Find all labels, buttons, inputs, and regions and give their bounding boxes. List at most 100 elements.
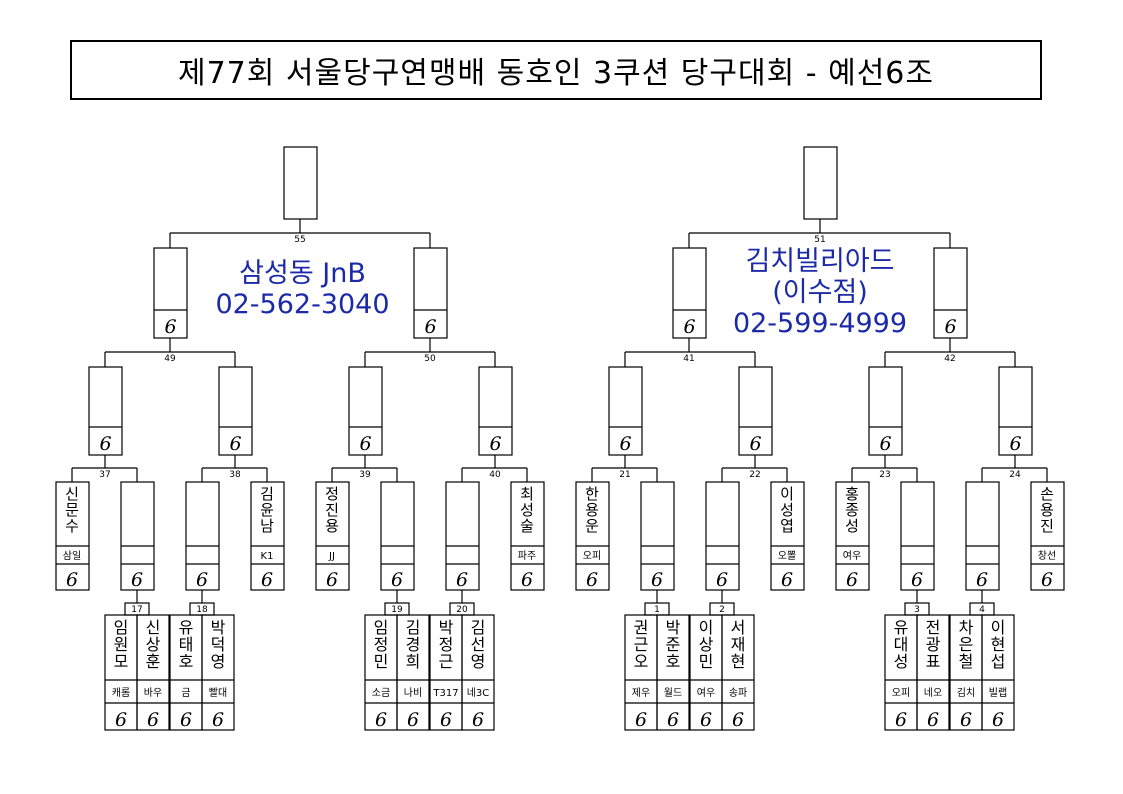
seed-slot (770, 481, 805, 591)
player-slot (396, 614, 430, 731)
handicap-label: 6 (261, 569, 273, 591)
player-club: T317 (432, 688, 458, 699)
handicap-label: 6 (879, 433, 891, 455)
final-slot-left (283, 146, 318, 220)
seed-club: JJ (328, 551, 335, 562)
player-club: 오피 (892, 687, 910, 699)
handicap-label: 6 (700, 709, 712, 731)
player-club: 소금 (372, 687, 390, 699)
handicap-label: 6 (115, 709, 127, 731)
handicap-label: 6 (521, 569, 533, 591)
match-number: 40 (489, 470, 501, 480)
handicap-label: 6 (683, 316, 695, 338)
handicap-label: 6 (846, 569, 858, 591)
handicap-label: 6 (635, 709, 647, 731)
handicap-label: 6 (1041, 569, 1053, 591)
handicap-label: 6 (359, 433, 371, 455)
player-club: 제우 (632, 687, 650, 699)
player-slot (201, 614, 235, 731)
player-club: 여우 (697, 687, 715, 699)
match-number: 1 (654, 605, 660, 615)
handicap-label: 6 (944, 316, 956, 338)
handicap-label: 6 (326, 569, 338, 591)
handicap-label: 6 (229, 433, 241, 455)
player-club: 네오 (924, 687, 942, 699)
seed-slot (315, 481, 350, 591)
venue-right-phone: 02-599-4999 (732, 308, 908, 340)
handicap-label: 6 (716, 569, 728, 591)
handicap-label: 6 (375, 709, 387, 731)
handicap-label: 6 (732, 709, 744, 731)
seed-slot (575, 481, 610, 591)
match-number: 22 (749, 470, 760, 480)
seed-club: 삼일 (63, 550, 81, 562)
match-number: 38 (229, 470, 241, 480)
seed-club: K1 (261, 551, 274, 562)
handicap-label: 6 (489, 433, 501, 455)
venue-left: 삼성동 JnB 02-562-3040 (185, 258, 420, 320)
handicap-label: 6 (196, 569, 208, 591)
handicap-label: 6 (651, 569, 663, 591)
seed-slot (510, 481, 545, 591)
seed-club: 오뽈 (778, 550, 796, 562)
match-number: 21 (619, 470, 630, 480)
match-number: 2 (719, 605, 725, 615)
handicap-label: 6 (619, 433, 631, 455)
seed-slot (55, 481, 90, 591)
handicap-label: 6 (960, 709, 972, 731)
player-club: 송파 (729, 687, 747, 699)
venue-right-branch: (이수점) (772, 277, 868, 309)
match-number: 39 (359, 470, 371, 480)
player-club: 네3C (467, 687, 490, 699)
handicap-label: 6 (992, 709, 1004, 731)
seed-slot (250, 481, 285, 591)
player-slot (981, 614, 1015, 731)
page-title: 제77회 서울당구연맹배 동호인 3쿠션 당구대회 - 예선6조 (70, 40, 1042, 100)
venue-left-phone: 02-562-3040 (215, 289, 390, 321)
handicap-label: 6 (407, 709, 419, 731)
player-slot (656, 614, 690, 731)
player-slot (721, 614, 755, 731)
match-number: 42 (944, 354, 955, 364)
player-club: 금 (181, 687, 190, 699)
match-number: 3 (914, 605, 920, 615)
handicap-label: 6 (1009, 433, 1021, 455)
match-number: 50 (424, 354, 436, 364)
match-number: 55 (294, 235, 305, 245)
player-slot (461, 614, 495, 731)
match-number: 20 (456, 605, 468, 615)
handicap-label: 6 (180, 709, 192, 731)
match-number: 17 (131, 605, 142, 615)
handicap-label: 6 (164, 316, 176, 338)
seed-slot (835, 481, 870, 591)
match-number: 41 (683, 354, 694, 364)
handicap-label: 6 (911, 569, 923, 591)
player-slot (136, 614, 170, 731)
player-club: 빌랩 (989, 687, 1007, 699)
handicap-label: 6 (895, 709, 907, 731)
handicap-label: 6 (391, 569, 403, 591)
match-number: 4 (979, 605, 985, 615)
venue-right: 김치빌리아드 (이수점) 02-599-4999 (710, 246, 930, 339)
player-club: 빨대 (209, 687, 227, 699)
seed-club: 오피 (583, 550, 601, 562)
match-number: 49 (164, 354, 176, 364)
